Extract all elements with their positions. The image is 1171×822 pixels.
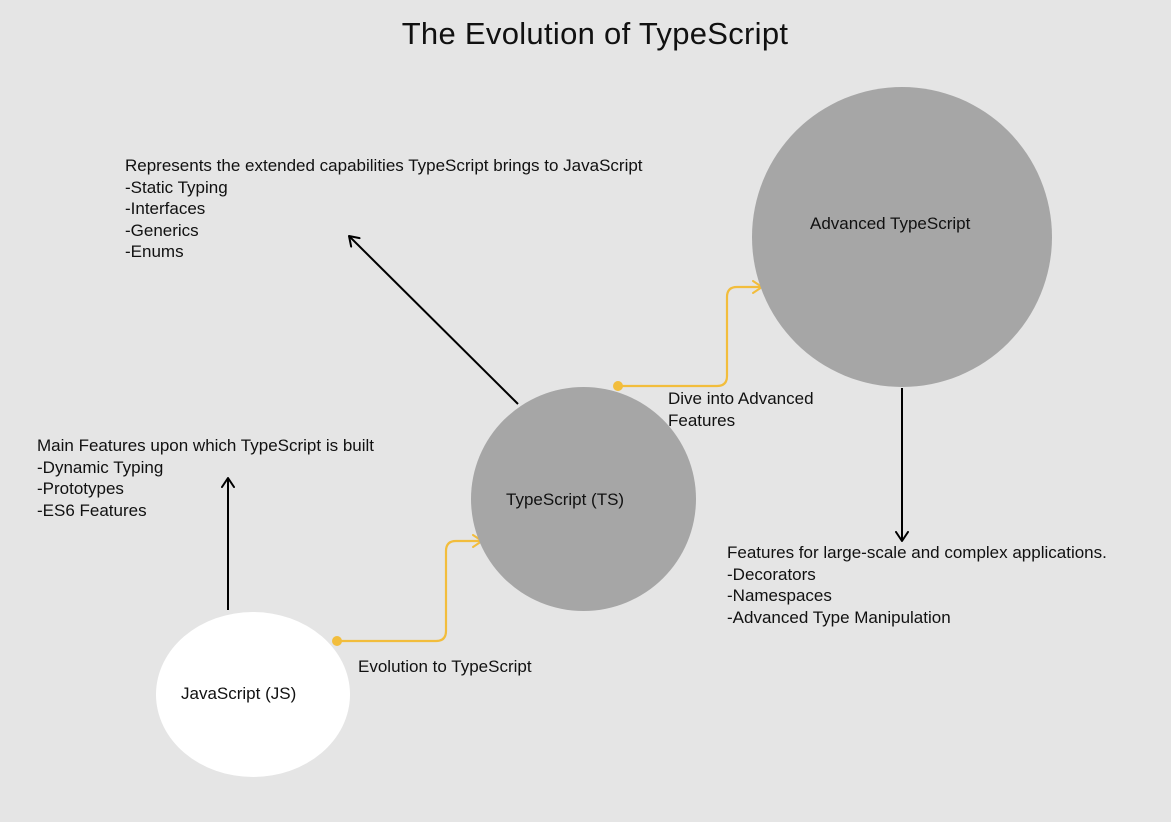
edge-label-dive-line1: Dive into Advanced [668, 389, 814, 408]
node-advanced-typescript-label: Advanced TypeScript [810, 214, 971, 233]
edge-label-evolution: Evolution to TypeScript [358, 657, 532, 676]
note-javascript-features: Main Features upon which TypeScript is b… [37, 435, 374, 521]
node-typescript: TypeScript (TS) [471, 387, 696, 611]
note-advanced-heading: Features for large-scale and complex app… [727, 543, 1107, 562]
connector-js-to-ts [337, 534, 483, 643]
note-javascript-heading: Main Features upon which TypeScript is b… [37, 436, 375, 455]
note-typescript-features: Represents the extended capabilities Typ… [125, 155, 643, 263]
note-advanced-item: -Advanced Type Manipulation [727, 607, 951, 627]
note-advanced-features: Features for large-scale and complex app… [727, 542, 1107, 628]
note-typescript-item: -Static Typing [125, 177, 228, 197]
note-javascript-item: -Dynamic Typing [37, 457, 164, 477]
note-advanced-item: -Namespaces [727, 586, 832, 605]
note-typescript-item: -Generics [125, 220, 199, 240]
edge-label-dive: Dive into Advanced Features [668, 388, 814, 431]
connector-ts-to-advanced [618, 280, 763, 388]
note-typescript-heading: Represents the extended capabilities Typ… [125, 156, 643, 175]
node-typescript-label: TypeScript (TS) [506, 490, 625, 509]
connector-ts-start-dot [613, 381, 623, 391]
note-typescript-item: -Interfaces [125, 199, 206, 218]
note-javascript-item: -Prototypes [37, 479, 124, 498]
note-advanced-item: -Decorators [727, 564, 816, 584]
connector-js-start-dot [332, 636, 342, 646]
node-javascript: JavaScript (JS) [156, 612, 350, 777]
note-typescript-item: -Enums [125, 242, 184, 261]
diagram-title: The Evolution of TypeScript [401, 16, 789, 51]
note-javascript-item: -ES6 Features [37, 500, 147, 520]
edge-label-dive-line2: Features [668, 410, 736, 430]
node-javascript-label: JavaScript (JS) [181, 684, 297, 703]
node-advanced-typescript: Advanced TypeScript [752, 87, 1052, 387]
arrow-ts-to-features [348, 235, 519, 405]
